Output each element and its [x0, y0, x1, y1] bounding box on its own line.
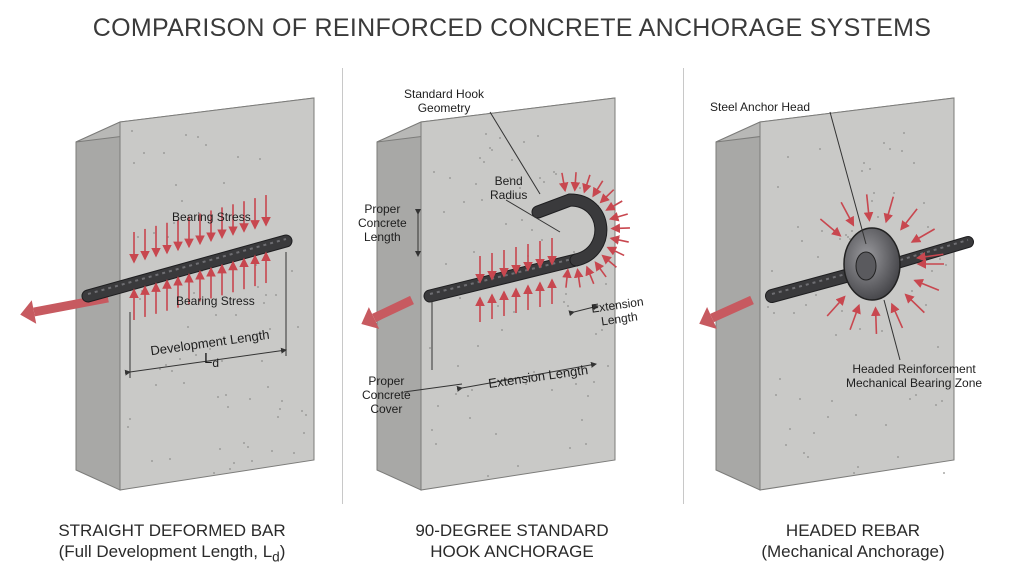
bearing-stress-arrow	[863, 194, 874, 222]
bearing-stress-arrow	[883, 196, 895, 224]
bearing-stress-arrow	[913, 279, 940, 291]
bearing-stress-arrow	[900, 208, 918, 231]
stress-arrows-below-hook	[475, 278, 557, 322]
extension-length-right-dimension	[568, 304, 599, 317]
stress-arrows-below-straight	[129, 251, 271, 320]
bearing-stress-arrow	[573, 268, 584, 288]
bearing-stress-arrow	[594, 261, 607, 278]
bearing-stress-arrow	[562, 268, 572, 288]
bearing-stress-arrow	[608, 212, 628, 222]
bearing-stress-arrow	[606, 246, 625, 257]
bearing-stress-arrow	[819, 218, 842, 237]
bearing-stress-arrow	[558, 172, 569, 193]
bearing-stress-arrow	[904, 293, 925, 314]
concrete-block-hook	[376, 97, 616, 491]
panel-divider-1	[342, 68, 343, 504]
bearing-stress-arrow	[826, 295, 846, 317]
development-length-dimension	[124, 347, 287, 376]
anchor-head-hub	[855, 251, 877, 281]
stress-arrows-radial-hook	[558, 172, 630, 288]
bearing-stress-top-label: Bearing Stress	[172, 210, 251, 224]
concrete-block-headed	[715, 97, 955, 491]
stress-arrows-above-straight	[129, 195, 271, 264]
bearing-stress-arrow	[849, 303, 861, 331]
bearing-stress-arrow	[582, 174, 592, 194]
bearing-stress-arrow	[890, 302, 904, 329]
diagram-title: COMPARISON OF REINFORCED CONCRETE ANCHOR…	[92, 14, 932, 42]
bearing-stress-arrow	[609, 235, 629, 245]
pull-arrow-headed	[699, 295, 754, 329]
pull-arrow-hook	[361, 295, 414, 329]
hook-bend-core	[532, 194, 607, 266]
bearing-stress-arrow	[599, 189, 615, 204]
stress-arrows-radial-headed	[819, 194, 944, 334]
bearing-zone-leader	[883, 299, 901, 361]
bearing-stress-arrow	[840, 201, 855, 227]
caption-headed-rebar: HEADED REBAR (Mechanical Anchorage)	[761, 521, 945, 561]
hook-straight-leg	[423, 253, 583, 303]
bearing-stress-arrow	[915, 252, 944, 262]
extension-length-bottom-dimension	[456, 361, 597, 392]
panel-divider-2	[683, 68, 684, 504]
bearing-stress-arrow	[585, 265, 595, 285]
steel-anchor-head-label: Steel Anchor Head	[710, 100, 811, 114]
straight-rebar	[81, 234, 293, 303]
stress-arrows-above-hook	[475, 238, 557, 284]
bend-radius-leader	[505, 199, 561, 233]
proper-cover-leader	[403, 383, 463, 393]
ld-symbol-label: Ld	[204, 350, 220, 370]
anchor-head-leader	[829, 111, 867, 245]
bearing-stress-bottom-label: Bearing Stress	[176, 294, 255, 308]
bearing-stress-arrow	[592, 180, 604, 198]
bearing-stress-arrow	[570, 172, 581, 192]
caption-straight-bar: STRAIGHT DEFORMED BAR (Full Development …	[58, 521, 286, 565]
bearing-stress-arrow	[601, 254, 617, 268]
bearing-stress-arrow	[610, 223, 630, 234]
bearing-stress-arrow	[871, 306, 881, 334]
hook-geometry-leader	[489, 111, 541, 195]
caption-hook-anchorage: 90-DEGREE STANDARD HOOK ANCHORAGE	[415, 521, 609, 561]
bearing-stress-arrow	[910, 228, 936, 243]
bearing-stress-arrow	[605, 200, 623, 211]
